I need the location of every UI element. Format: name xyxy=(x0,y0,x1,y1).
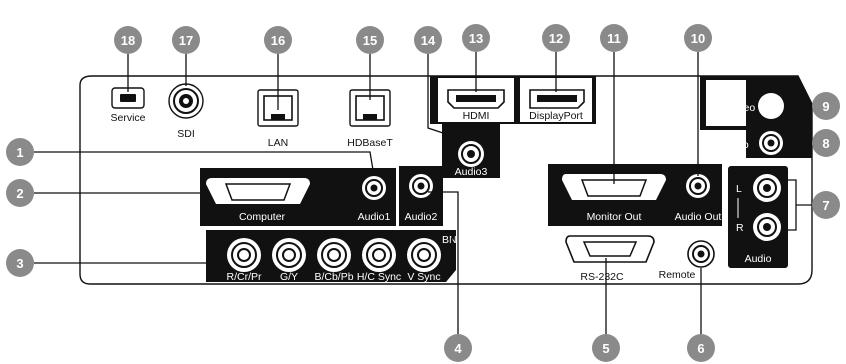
callout-14 xyxy=(414,26,442,54)
callout-2-text: 2 xyxy=(16,186,23,201)
callout-17-text: 17 xyxy=(179,33,193,48)
callout-3-text: 3 xyxy=(16,256,23,271)
hsync-label: H/C Sync xyxy=(357,271,401,283)
callout-13-text: 13 xyxy=(469,31,483,46)
audio-r-label: R xyxy=(736,222,744,234)
callout-4-text: 4 xyxy=(454,341,462,356)
sdi-port xyxy=(168,83,204,119)
audio2-jack xyxy=(409,174,433,198)
remote-jack xyxy=(687,240,715,268)
svideo-label: S-Video xyxy=(718,102,755,114)
audio-out-jack xyxy=(686,174,710,198)
callout-2 xyxy=(6,179,34,207)
audio-out-label: Audio Out xyxy=(675,211,722,223)
callout-14-text: 14 xyxy=(421,33,436,48)
callout-11 xyxy=(600,24,628,52)
callout-7-text: 7 xyxy=(822,198,829,213)
audio-l-jack xyxy=(753,174,781,202)
service-label: Service xyxy=(110,112,145,124)
callout-8 xyxy=(812,129,840,157)
computer-label: Computer xyxy=(239,211,286,223)
callout-4 xyxy=(444,334,472,362)
rs232c-label: RS-232C xyxy=(580,271,624,283)
callout-8-text: 8 xyxy=(822,136,829,151)
audio3-jack xyxy=(458,141,484,167)
rpr-label: R/Cr/Pr xyxy=(227,271,263,283)
callout-18-text: 18 xyxy=(121,33,135,48)
vsync-label: V Sync xyxy=(407,271,440,283)
hdmi-label: HDMI xyxy=(463,110,490,122)
hdmi-port xyxy=(447,89,505,109)
callout-1 xyxy=(6,138,34,166)
rs232c-port xyxy=(565,235,655,263)
callout-12 xyxy=(542,24,570,52)
monitor-out-port xyxy=(562,174,666,200)
hdbaset-port xyxy=(349,89,391,127)
callout-16-text: 16 xyxy=(271,33,285,48)
bnc-jacks xyxy=(227,238,441,272)
audio3-label: Audio3 xyxy=(455,166,488,178)
callout-15-text: 15 xyxy=(363,33,377,48)
lan-label: LAN xyxy=(268,137,288,149)
callout-9 xyxy=(812,92,840,120)
callout-16 xyxy=(264,26,292,54)
audio1-jack xyxy=(362,176,386,200)
gy-label: G/Y xyxy=(280,271,298,283)
svideo-jack xyxy=(758,93,784,119)
audio2-label: Audio2 xyxy=(405,211,438,223)
callout-15 xyxy=(356,26,384,54)
computer-port xyxy=(206,178,310,204)
audio-label: Audio xyxy=(745,253,772,265)
callout-9-text: 9 xyxy=(822,99,829,114)
callout-circles xyxy=(6,24,840,362)
callout-12-text: 12 xyxy=(549,31,563,46)
video-label: Video xyxy=(722,139,749,151)
audio1-label: Audio1 xyxy=(358,211,391,223)
callout-11-text: 11 xyxy=(607,31,621,46)
callout-3 xyxy=(6,249,34,277)
callout-6-text: 6 xyxy=(697,341,704,356)
bnc-label: BNC xyxy=(442,234,465,246)
callout-numbers: 1 2 3 4 5 6 7 8 9 10 11 12 13 14 15 16 1… xyxy=(16,31,829,356)
audio-l-label: L xyxy=(736,183,742,195)
callout-13 xyxy=(462,24,490,52)
callout-7 xyxy=(812,191,840,219)
hdbaset-label: HDBaseT xyxy=(347,137,393,149)
callout-10 xyxy=(684,24,712,52)
callout-1-text: 1 xyxy=(16,145,23,160)
callout-6 xyxy=(687,334,715,362)
displayport-port xyxy=(529,89,585,109)
displayport-label: DisplayPort xyxy=(529,110,583,122)
audio-r-jack xyxy=(753,213,781,241)
callout-5 xyxy=(592,334,620,362)
remote-label: Remote xyxy=(659,269,696,281)
sdi-label: SDI xyxy=(177,128,195,140)
monitor-out-label: Monitor Out xyxy=(587,211,642,223)
callout-17 xyxy=(172,26,200,54)
video-jack xyxy=(759,131,783,155)
callout-18 xyxy=(114,26,142,54)
bpb-label: B/Cb/Pb xyxy=(314,271,353,283)
callout-5-text: 5 xyxy=(602,341,609,356)
callout-10-text: 10 xyxy=(691,31,705,46)
leader-lines xyxy=(34,52,812,338)
